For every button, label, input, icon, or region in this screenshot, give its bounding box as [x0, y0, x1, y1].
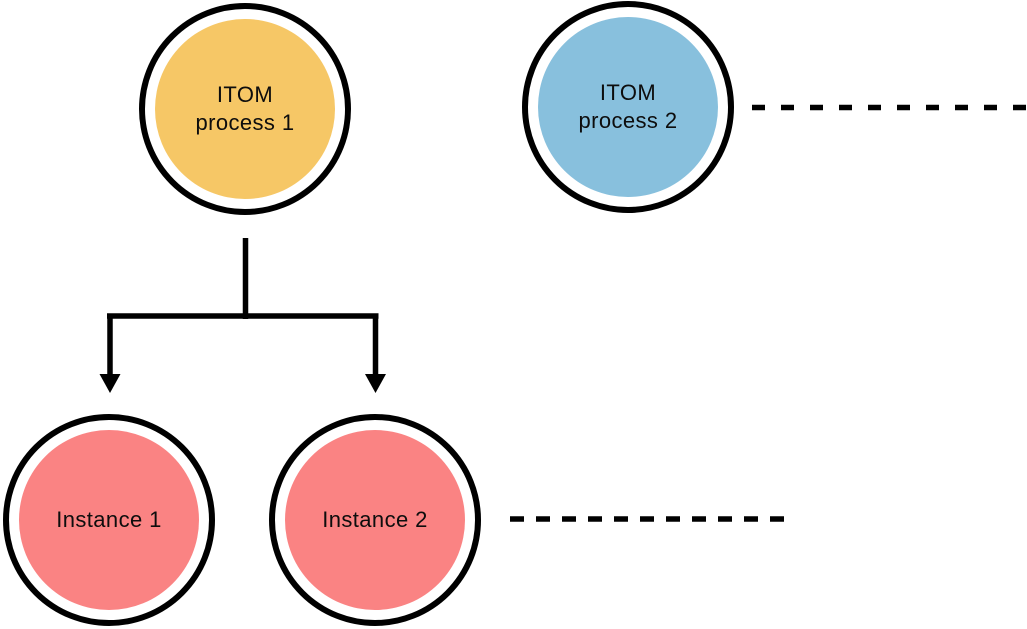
node-instance-1-label: Instance 1 [56, 507, 162, 533]
node-itom-process-2-label: ITOM process 2 [578, 80, 678, 133]
arrowhead-instance2-icon [365, 374, 386, 393]
arrowhead-instance1-icon [99, 374, 121, 393]
node-instance-2-fill: Instance 2 [285, 430, 465, 610]
node-itom-process-1-label: ITOM process 1 [195, 82, 295, 135]
node-instance-2-label: Instance 2 [322, 507, 428, 533]
node-itom-process-1: ITOM process 1 [139, 3, 351, 215]
node-itom-process-2-fill: ITOM process 2 [538, 17, 718, 197]
node-instance-1-fill: Instance 1 [19, 430, 199, 610]
node-itom-process-2: ITOM process 2 [522, 1, 734, 213]
node-instance-2: Instance 2 [269, 414, 481, 626]
node-instance-1: Instance 1 [3, 414, 215, 626]
node-itom-process-1-fill: ITOM process 1 [155, 19, 335, 199]
